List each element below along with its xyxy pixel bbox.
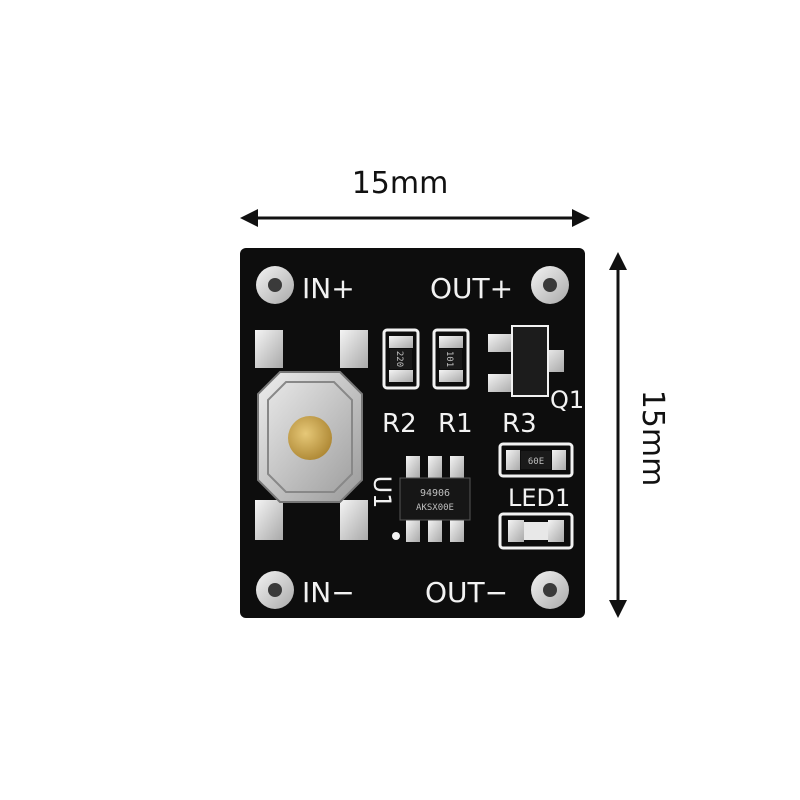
label-q1: Q1 <box>550 386 584 414</box>
label-led1: LED1 <box>508 484 570 512</box>
height-dimension-label: 15mm <box>635 389 670 487</box>
label-out-plus: OUT+ <box>430 272 513 305</box>
r3-marking: 60E <box>528 457 544 467</box>
label-r2: R2 <box>382 409 417 439</box>
pad-out-minus <box>531 571 569 609</box>
label-in-minus: IN− <box>302 576 355 609</box>
label-r1: R1 <box>438 409 473 439</box>
label-u1: U1 <box>368 476 396 509</box>
led-led1 <box>498 512 574 550</box>
width-dimension-arrow <box>240 209 590 227</box>
label-in-plus: IN+ <box>302 272 355 305</box>
resistor-r2: 220 <box>382 328 420 390</box>
pad-out-plus <box>531 266 569 304</box>
u1-marking-line2: AKSX00E <box>416 503 454 513</box>
r1-marking: 101 <box>444 351 454 367</box>
r2-marking: 220 <box>394 351 404 367</box>
transistor-q1 <box>488 325 564 397</box>
u1-marking-line1: 94906 <box>420 488 450 499</box>
button-cap <box>288 416 332 460</box>
pad-in-minus <box>256 571 294 609</box>
push-button <box>255 330 368 540</box>
width-dimension-label: 15mm <box>351 166 449 201</box>
height-dimension-arrow <box>609 252 627 618</box>
resistor-r3: 60E <box>498 442 574 478</box>
u1-pin1-dot <box>392 532 400 540</box>
label-r3: R3 <box>502 409 537 439</box>
ic-u1: 94906 AKSX00E <box>392 456 471 542</box>
pad-in-plus <box>256 266 294 304</box>
resistor-r1: 101 <box>432 328 470 390</box>
label-out-minus: OUT− <box>425 576 508 609</box>
